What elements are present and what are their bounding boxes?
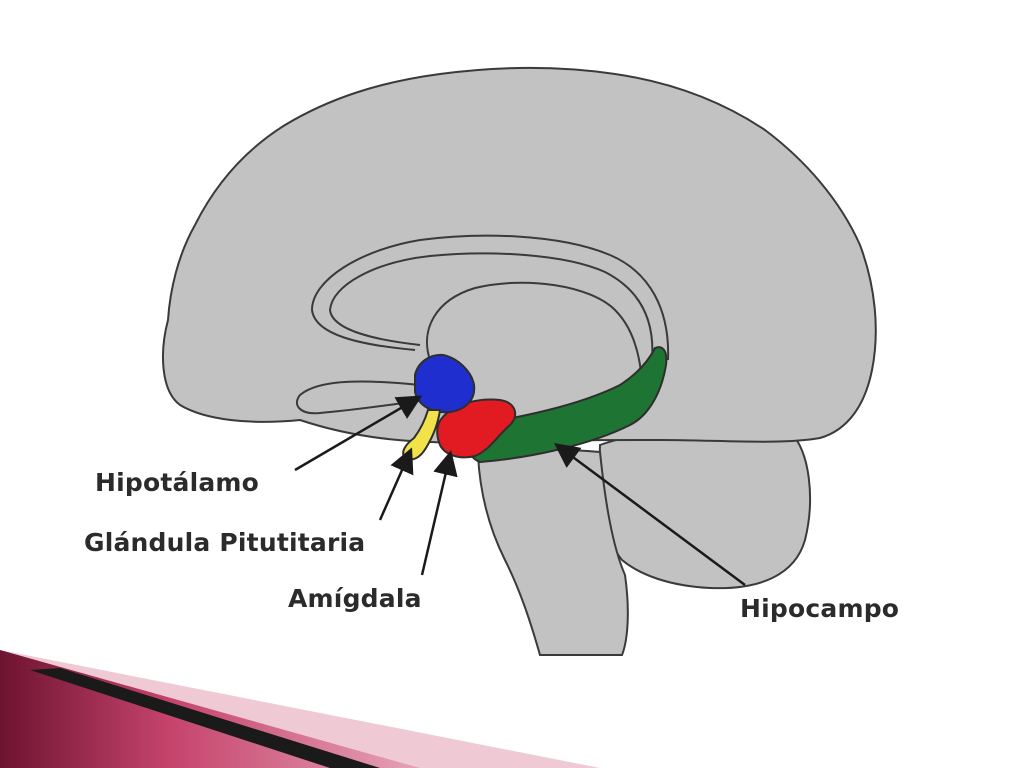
label-glandula-pituitaria: Glándula Pitutitaria [84,528,366,557]
arrow-hipocampo [553,443,746,587]
arrow-glandula [378,447,414,521]
amygdala [436,398,517,459]
hippocampus [465,346,668,464]
label-hipotalamo: Hipotálamo [95,468,260,497]
label-hipocampo: Hipocampo [740,594,900,623]
frontal-fold [295,380,426,415]
arrow-amigdala [420,450,458,576]
fornix [426,281,643,411]
corpus-callosum-outer [310,234,670,361]
label-amigdala: Amígdala [288,584,422,613]
cerebellum [598,427,811,590]
arrow-hipotalamo [294,395,423,472]
corpus-callosum-inner [328,252,654,361]
